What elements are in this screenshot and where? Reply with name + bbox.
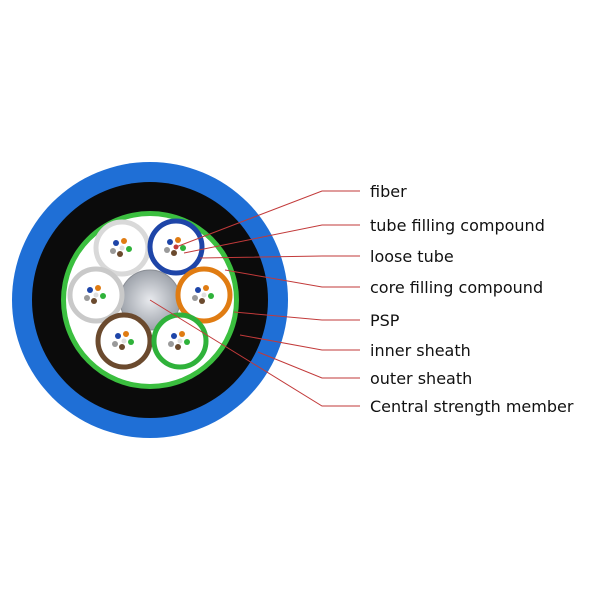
leader-line-central-strength-member: [149, 299, 360, 407]
leader-line-outer-sheath: [257, 351, 360, 379]
leader-line-tube-filling-compound: [183, 224, 360, 254]
leader-line-core-filling-compound: [224, 269, 360, 288]
leader-line-loose-tube: [199, 255, 360, 259]
leader-line-inner-sheath: [239, 334, 360, 351]
label-core-filling-compound: core filling compound: [370, 278, 543, 297]
loose-tube-white: [93, 219, 151, 277]
label-loose-tube: loose tube: [370, 247, 454, 266]
loose-tube-green: [151, 312, 209, 370]
label-outer-sheath: outer sheath: [370, 369, 472, 388]
loose-tube-gray: [67, 266, 125, 324]
leader-line-fiber: [175, 190, 360, 248]
loose-tube-orange: [175, 266, 233, 324]
loose-tube-brown: [95, 312, 153, 370]
leader-line-psp: [233, 311, 360, 321]
label-inner-sheath: inner sheath: [370, 341, 471, 360]
label-fiber: fiber: [370, 182, 407, 201]
label-psp: PSP: [370, 311, 400, 330]
label-tube-filling-compound: tube filling compound: [370, 216, 545, 235]
label-central-strength-member: Central strength member: [370, 397, 574, 416]
